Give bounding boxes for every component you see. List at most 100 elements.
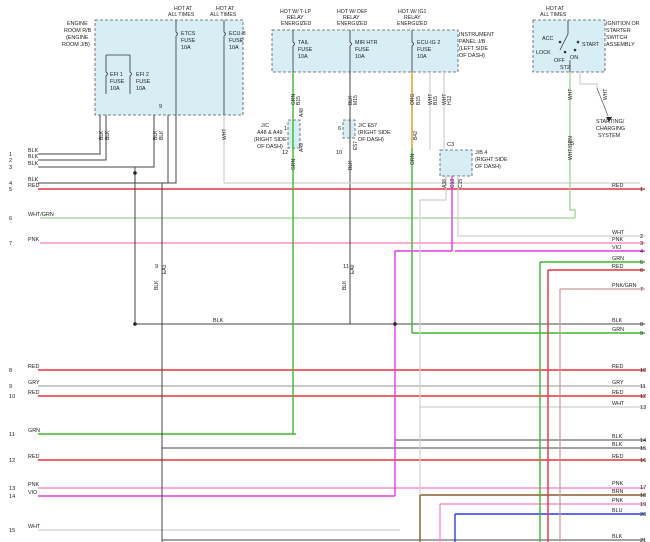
svg-text:EFI 1: EFI 1 [110, 72, 123, 78]
wire-color-label: GRN [291, 94, 297, 106]
left-row-wire-label: BLK [28, 161, 39, 167]
left-row-number: 2 [9, 158, 12, 164]
splice-dot [133, 171, 137, 175]
right-row-number: 9 [640, 331, 643, 337]
svg-text:FUSE: FUSE [417, 47, 432, 53]
pin-number: 9 [155, 264, 158, 270]
left-row-number: 9 [9, 384, 12, 390]
left-row-number: 10 [9, 394, 15, 400]
wire-color-label: H12 [447, 96, 453, 105]
svg-text:TAIL: TAIL [298, 40, 309, 46]
ignition-label: STARTER [606, 28, 631, 34]
left-row-wire-label: GRN [28, 428, 40, 434]
left-row-wire-label: BLK [28, 177, 39, 183]
jb4-connector [439, 149, 473, 177]
right-row-number: 16 [640, 458, 646, 464]
mir-htr-fuse: MIR HTR FUSE 10A [349, 30, 378, 72]
left-row-number: 15 [9, 528, 15, 534]
right-row-wire-label: RED [612, 264, 623, 270]
left-row-wire-label: WHT [28, 524, 41, 530]
right-row-wire-label: BLU [612, 508, 623, 514]
engine-room-junction-box [94, 19, 244, 116]
blk-wire-3 [38, 115, 155, 168]
header-label: ENERGIZED [337, 21, 368, 27]
right-row-number: 4 [640, 249, 643, 255]
engine-room-label: (ENGINE [66, 35, 89, 41]
left-row-number: 13 [9, 486, 15, 492]
wire-color-label: M15 [353, 95, 359, 105]
svg-text:10A: 10A [298, 54, 308, 60]
svg-text:10A: 10A [355, 54, 365, 60]
wire-color-label: GRN [291, 159, 297, 171]
svg-text:FUSE: FUSE [229, 38, 244, 44]
wire-color-label: C15 [458, 179, 464, 188]
left-row-wire-label: RED [28, 183, 39, 189]
right-row-wire-label: RED [612, 390, 623, 396]
header-label: HOT AT [216, 6, 235, 12]
left-row-number: 14 [9, 494, 15, 500]
instrument-panel-junction-box [271, 29, 459, 73]
ignition-label: IGNITION OR [606, 21, 640, 27]
wire-color-label: C13 [450, 179, 456, 188]
svg-text:ECU-IG 2: ECU-IG 2 [417, 40, 440, 46]
pin-number: 15 [568, 141, 574, 147]
svg-text:ETCS: ETCS [181, 31, 196, 37]
right-row-number: 1 [640, 187, 643, 193]
wire-color-label: BLK [159, 130, 165, 140]
instrument-panel-label: (LEFT SIDE [459, 46, 488, 52]
left-row-wire-label: BLK [28, 154, 39, 160]
jc-e57-label: OF DASH) [358, 137, 384, 143]
splice-dot [133, 322, 137, 326]
wht-jb4-out [457, 176, 465, 237]
jb4-label: (RIGHT SIDE [475, 157, 508, 163]
wht-jb4-13 [419, 176, 447, 542]
svg-text:FUSE: FUSE [181, 38, 196, 44]
jb4-label: J/B 4 [475, 150, 487, 156]
left-row-wire-label: RED [28, 390, 39, 396]
blk-wire-4 [38, 115, 177, 184]
right-row-wire-label: BLK [612, 318, 623, 324]
right-row-wire-label: PNK [612, 237, 623, 243]
header-label: RELAY [287, 15, 304, 21]
left-row-wire-label: RED [28, 364, 39, 370]
right-row-number: 20 [640, 512, 646, 518]
on-label: ON [570, 55, 578, 61]
jb4-label: OF DASH) [475, 164, 501, 170]
wire-color-label: WHT [222, 129, 228, 140]
header-label: ENERGIZED [281, 21, 312, 27]
right-row-number: 11 [640, 384, 646, 390]
starting-system-arrow [596, 87, 612, 122]
svg-text:10A: 10A [229, 45, 239, 51]
left-row-number: 12 [9, 458, 15, 464]
acc-label: ACC [542, 36, 553, 42]
header-label: HOT W/ DEF [337, 9, 367, 15]
wire-color-label: B15 [416, 96, 422, 105]
header-label: HOT AT [546, 6, 565, 12]
etcs-fuse: ETCS FUSE 10A [175, 20, 196, 115]
efi2-fuse: EFI 2 FUSE 10A [129, 55, 151, 94]
svg-text:FUSE: FUSE [355, 47, 370, 53]
wht-grn-ignition [569, 72, 576, 218]
wire-color-label: WHT [568, 89, 574, 100]
ignition-switch-box [532, 19, 606, 73]
header-label: HOT W/ IG1 [398, 9, 427, 15]
row-label-layer: 1BLK2BLK3BLK4BLK5RED6WHT/GRN7PNK8RED9GRY… [9, 148, 646, 542]
right-row-wire-label: BLK [612, 442, 623, 448]
right-row-wire-label: BLK [612, 434, 623, 440]
wire-color-label: B42 [413, 131, 419, 140]
right-row-wire-label: VIO [612, 245, 621, 251]
right-row-number: 6 [640, 268, 643, 274]
wire-color-label: EA1 [162, 264, 168, 274]
wire-color-label: A49 [299, 143, 305, 152]
right-row-number: 18 [640, 493, 646, 499]
left-row-wire-label: VIO [28, 490, 37, 496]
engine-room-label: ROOM R/B [64, 28, 92, 34]
ignition-label: ASSEMBLY [606, 42, 635, 48]
wire-color-label: BLK [99, 130, 105, 140]
jc-e57-label: J/C E57 [358, 123, 377, 129]
jc-a48-label: J/C [261, 123, 269, 129]
starting-system-label: STARTING/ [596, 119, 625, 125]
left-row-number: 4 [9, 181, 12, 187]
